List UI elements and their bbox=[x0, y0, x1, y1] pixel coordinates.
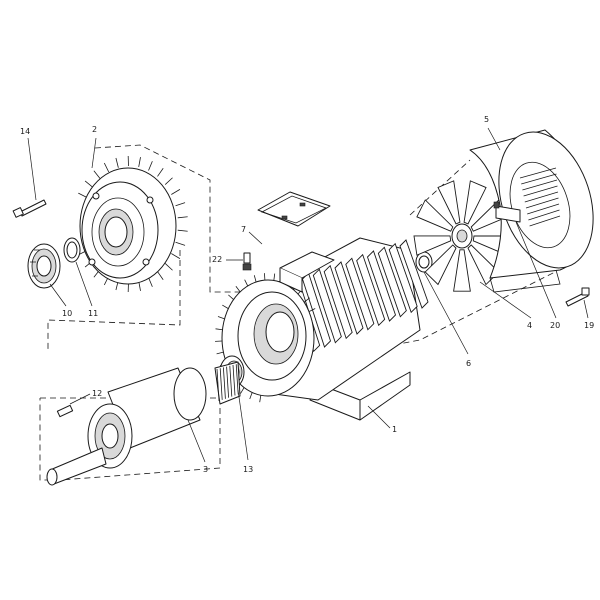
callout-5: 5 bbox=[484, 115, 489, 124]
callout-19: 19 bbox=[584, 321, 594, 330]
part-10-bearing bbox=[27, 243, 61, 289]
callouts: 1 2 3 4 5 6 7 10 11 12 13 14 19 20 22 bbox=[20, 115, 594, 474]
callout-11: 11 bbox=[88, 309, 98, 318]
callout-7: 7 bbox=[241, 225, 246, 234]
callout-10: 10 bbox=[62, 309, 72, 318]
part-5-fan-cover bbox=[469, 129, 594, 293]
part-6-washer bbox=[415, 251, 433, 273]
callout-4: 4 bbox=[527, 321, 532, 330]
callout-3: 3 bbox=[203, 465, 208, 474]
callout-20: 20 bbox=[550, 321, 560, 330]
callout-12: 12 bbox=[92, 389, 102, 398]
part-14-bolt bbox=[12, 199, 47, 218]
part-20-clip bbox=[493, 201, 521, 223]
callout-2: 2 bbox=[92, 125, 97, 134]
part-12-key bbox=[56, 404, 74, 418]
callout-14: 14 bbox=[20, 127, 30, 136]
part-11-ring bbox=[63, 237, 81, 263]
callout-1: 1 bbox=[392, 425, 397, 434]
part-3-rotor bbox=[46, 361, 241, 486]
callout-13: 13 bbox=[243, 465, 253, 474]
leader-lines bbox=[27, 127, 589, 463]
part-2-end-shield bbox=[78, 156, 188, 292]
part-19-screw bbox=[565, 287, 590, 307]
part-7-terminal-cover bbox=[257, 191, 331, 227]
callout-22: 22 bbox=[212, 255, 222, 264]
part-1-stator-housing bbox=[215, 237, 429, 421]
part-22-screw bbox=[242, 252, 252, 271]
callout-6: 6 bbox=[466, 359, 471, 368]
